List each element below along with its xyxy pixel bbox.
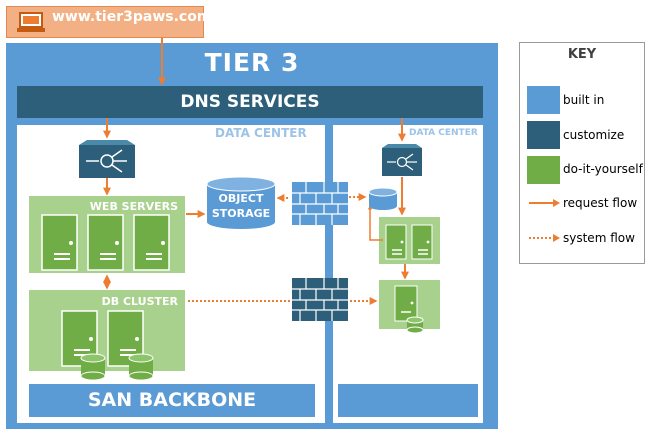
database-icon: [406, 316, 424, 334]
database-icon: [128, 353, 154, 381]
firewall-icon: [292, 182, 348, 225]
key-legend: [519, 42, 645, 264]
server-icon: [41, 214, 78, 271]
system-flow-key-arrow: [529, 234, 560, 242]
database-icon: [80, 353, 106, 381]
request-arrow-web2-to-storage2: [367, 205, 383, 241]
web-servers-label: WEB SERVERS: [89, 200, 178, 213]
key-label-built-in: built in: [563, 93, 605, 107]
db-cluster-box: [29, 290, 185, 371]
website-url: www.tier3paws.com: [52, 9, 212, 25]
laptop-icon: [17, 12, 45, 32]
key-label-system-flow: system flow: [563, 231, 635, 245]
load-balancer-icon: [382, 144, 422, 176]
secondary-data-center-label: DATA CENTER: [409, 128, 478, 138]
tier-title: TIER 3: [204, 48, 300, 77]
key-label-diy: do-it-yourself: [563, 162, 643, 176]
db-cluster-label: DB CLUSTER: [101, 295, 178, 308]
key-title: KEY: [567, 47, 597, 62]
server-icon: [411, 224, 433, 260]
primary-data-center-label: DATA CENTER: [215, 126, 307, 140]
request-flow-key-arrow: [529, 199, 560, 207]
system-flow-arrows: [188, 193, 378, 305]
secondary-san-bar: [338, 384, 478, 417]
object-storage-label-line2: STORAGE: [212, 207, 270, 220]
server-icon: [385, 224, 407, 260]
dns-services-bar: DNS SERVICES: [17, 86, 483, 118]
load-balancer-icon: [79, 140, 135, 178]
key-label-request-flow: request flow: [563, 196, 638, 210]
database-icon: [368, 187, 398, 210]
firewall-icon: [292, 278, 348, 321]
primary-data-center: [17, 125, 325, 423]
server-icon: [87, 214, 124, 271]
server-icon: [394, 285, 418, 322]
san-backbone-bar: SAN BACKBONE: [29, 384, 315, 417]
object-storage-icon: [206, 176, 276, 229]
request-flow-arrows: [103, 38, 409, 290]
key-swatch-diy: [527, 156, 560, 184]
key-swatch-built-in: [527, 86, 560, 114]
object-storage-label-line1: OBJECT: [219, 192, 264, 205]
key-label-customize: customize: [563, 128, 625, 142]
server-icon: [133, 214, 170, 271]
key-swatch-customize: [527, 121, 560, 149]
